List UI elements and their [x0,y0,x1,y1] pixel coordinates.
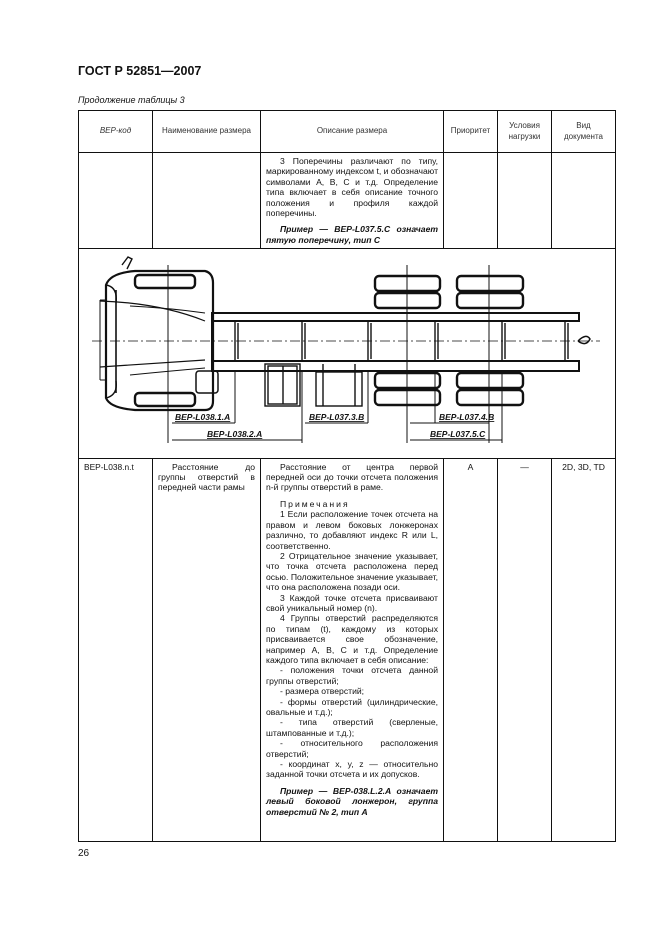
dimension-label: BEP-L037.3.B [309,412,364,422]
document-header: ГОСТ Р 52851—2007 [78,64,202,78]
axle-lines [167,265,503,444]
col-header: Наименование размера [152,110,261,153]
bep-code: BEP-L038.n.t [84,461,134,472]
crossmembers [234,321,569,362]
col-header: Условия нагрузки [497,110,552,153]
note: 4 Группы отверстий распределяются по тип… [266,613,438,665]
row-example: Пример — BEP-L037.5.C означает пятую поп… [266,224,438,245]
note: 3 Каждой точке отсчета присваивают свой … [266,592,438,613]
load-conditions: — [497,457,552,842]
row-description: 3 Поперечины различают по типу, маркиров… [266,156,438,219]
priority: A [443,457,498,842]
note-item: - относительного расположения отверстий; [266,738,438,759]
col-header: BEP-код [78,110,153,153]
col-header: Вид документа [551,110,616,153]
cab [99,256,219,412]
row-description: Расстояние от центра первой передней оси… [266,461,438,493]
col-header: Приоритет [443,110,498,153]
towing-hitch [577,335,591,345]
note-item: - формы отверстий (цилиндрические, оваль… [266,696,438,717]
row-example: Пример — BEP-038.L.2.A означает левый бо… [266,785,438,817]
table-header-row: BEP-код Наименование размера Описание ра… [78,110,616,153]
dimension-label: BEP-L038.1.A [175,412,230,422]
figure-row: BEP-L038.1.A BEP-L038.2.A BEP-L037.3.B B… [78,248,616,459]
tanks [264,363,363,407]
note-item: - размера отверстий; [280,686,365,697]
dimension-label: BEP-L037.5.C [430,429,486,439]
truck-chassis-drawing: BEP-L038.1.A BEP-L038.2.A BEP-L037.3.B B… [92,256,600,444]
document-type: 2D, 3D, TD [551,457,616,842]
note-item: - положения точки отсчета данной группы … [266,665,438,686]
frame-rails [211,312,580,373]
col-header: Описание размера [260,110,444,153]
note: 2 Отрицательное значение указывает, что … [266,550,438,593]
dimension-name: Расстояние до группы отверстий в передне… [152,457,261,842]
table-row: BEP-L038.n.t Расстояние до группы отверс… [78,457,616,842]
table-3: BEP-код Наименование размера Описание ра… [78,110,616,842]
rear-wheels [373,275,525,407]
note-item: - типа отверстий (сверленые, штампованны… [266,717,438,738]
page-number: 26 [78,848,90,859]
table-caption: Продолжение таблицы 3 [78,95,185,105]
note: 1 Если расположение точек отсчета на пра… [266,509,438,551]
dimension-label: BEP-L038.2.A [207,429,262,439]
notes-title: Примечания [280,498,350,509]
dimension-label: BEP-L037.4.B [439,412,494,422]
note-item: - координат x, y, z — относительно задан… [266,759,438,780]
dimension-lines [172,422,502,441]
table-row: 3 Поперечины различают по типу, маркиров… [78,151,616,250]
